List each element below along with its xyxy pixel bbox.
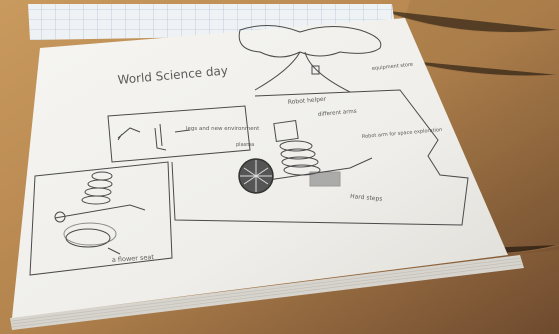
plasma-label: plasma	[236, 142, 254, 148]
legs-label: legs and new environment	[186, 126, 260, 132]
plasma-wheel-sketch	[239, 159, 273, 193]
hard-steps-sketch	[310, 172, 340, 186]
